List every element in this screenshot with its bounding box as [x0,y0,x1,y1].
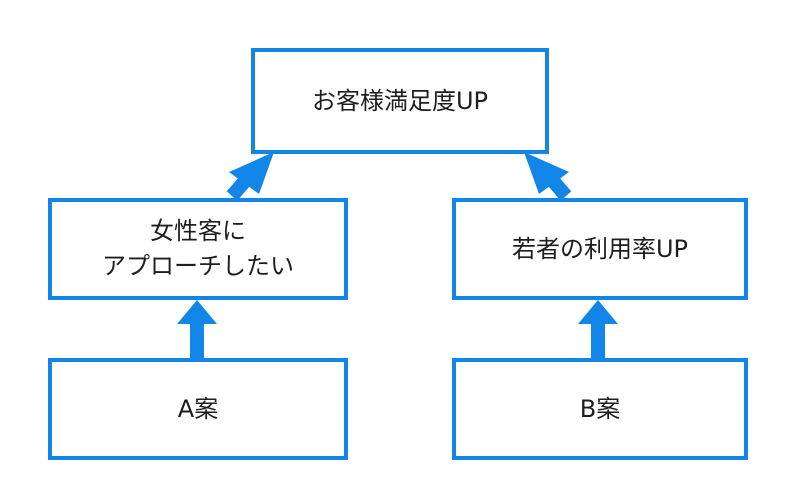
sub-goal-right-label: 若者の利用率UP [511,234,689,263]
arrow-plan-a-to-sub-left [177,300,217,358]
goal-node: お客様満足度UP [251,48,549,154]
arrow-sub-right-to-goal [524,152,572,201]
sub-goal-left-label: 女性客に アプローチしたい [102,217,294,280]
sub-goal-right-node: 若者の利用率UP [452,198,748,300]
plan-b-node: B案 [452,358,748,460]
arrow-sub-left-to-goal [226,152,274,201]
plan-a-node: A案 [48,358,348,460]
sub-goal-left-node: 女性客に アプローチしたい [48,198,348,300]
plan-b-label: B案 [579,394,621,423]
arrow-plan-b-to-sub-right [578,300,618,358]
plan-a-label: A案 [177,394,219,423]
goal-node-label: お客様満足度UP [311,86,489,115]
